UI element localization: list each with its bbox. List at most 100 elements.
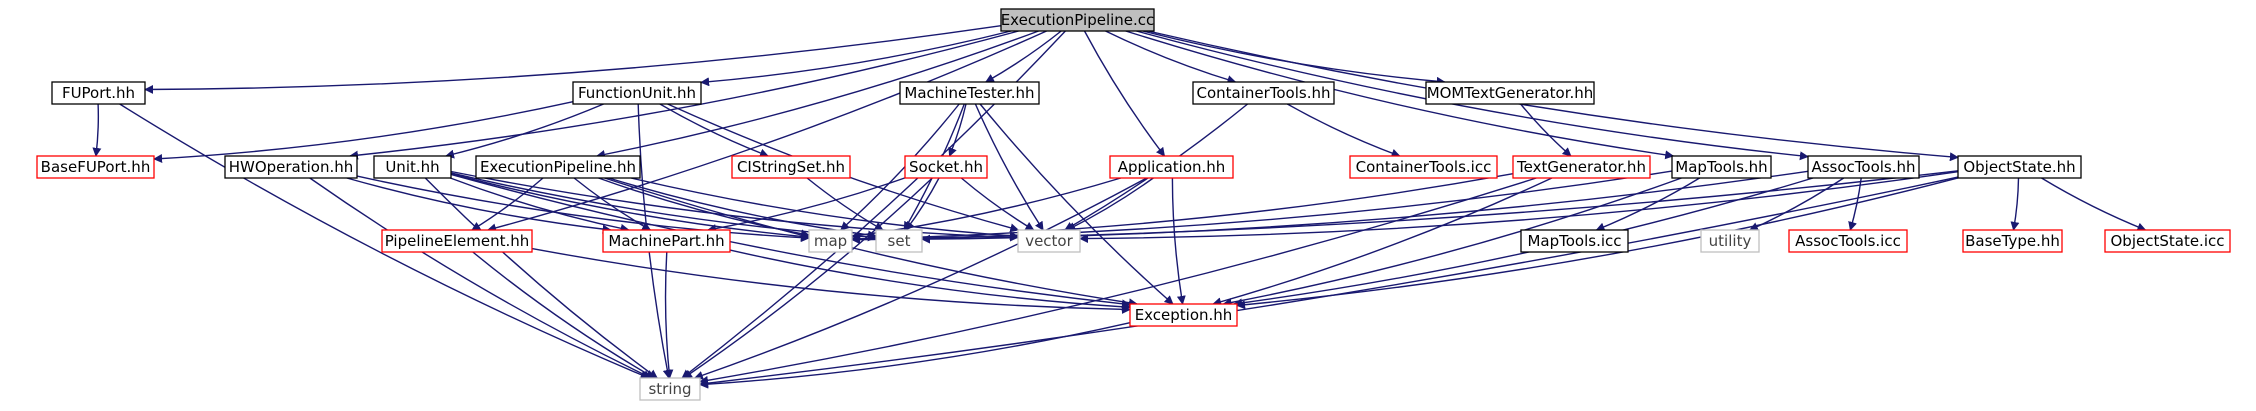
edge-objectstate-to-vector <box>1079 171 1959 244</box>
node-box <box>36 155 155 179</box>
node-containertools[interactable]: ContainerTools.hh <box>1192 81 1335 105</box>
edge-functionunit-to-cistringset <box>659 103 769 158</box>
node-box <box>224 155 358 179</box>
edge-hwoperation-to-machinepart <box>346 177 612 234</box>
node-box <box>1788 229 1908 253</box>
edge-functionunit-to-basefuport <box>153 101 574 164</box>
edge-execpipeline-to-set <box>608 177 877 240</box>
edge-textgenerator-to-string <box>699 177 1537 385</box>
node-textgenerator[interactable]: TextGenerator.hh <box>1512 155 1651 179</box>
node-label: Application.hh <box>1118 158 1226 176</box>
node-unit[interactable]: Unit.hh <box>373 155 452 179</box>
edge-socket-to-string <box>682 177 933 379</box>
node-machinepart[interactable]: MachinePart.hh <box>602 229 731 253</box>
node-containertoolsicc[interactable]: ContainerTools.icc <box>1349 155 1498 179</box>
node-socket[interactable]: Socket.hh <box>904 155 988 179</box>
node-exception[interactable]: Exception.hh <box>1129 303 1238 327</box>
node-label: PipelineElement.hh <box>385 232 530 250</box>
node-box <box>1349 155 1498 179</box>
edge-objectstate-to-basetype <box>2010 177 2020 231</box>
node-momtextgen[interactable]: MOMTextGenerator.hh <box>1425 81 1595 105</box>
edge-root-to-assoctools <box>1136 30 1809 161</box>
node-assoctoolsicc[interactable]: AssocTools.icc <box>1788 229 1908 253</box>
node-label: ExecutionPipeline.hh <box>480 158 636 176</box>
node-box <box>1129 303 1238 327</box>
edge-objectstate-to-objectstateicc <box>2041 177 2147 232</box>
edge-root-to-momtextgen <box>1142 30 1446 86</box>
node-label: ContainerTools.icc <box>1356 158 1492 176</box>
edge-unit-to-exception <box>450 173 1131 309</box>
node-label: Exception.hh <box>1135 306 1233 324</box>
node-box <box>899 81 1040 105</box>
node-label: vector <box>1025 232 1073 250</box>
node-string[interactable]: string <box>639 377 701 401</box>
edge-socket-to-set <box>905 177 940 231</box>
edge-unit-to-string <box>424 177 658 379</box>
node-box <box>602 229 731 253</box>
edge-root-to-fuport <box>144 25 1002 94</box>
node-box <box>1425 81 1595 105</box>
node-application[interactable]: Application.hh <box>1109 155 1234 179</box>
node-label: MapTools.hh <box>1675 158 1767 176</box>
edge-hwoperation-to-string <box>309 177 653 379</box>
node-label: utility <box>1709 232 1752 250</box>
edge-root-to-hwoperation <box>349 30 1019 160</box>
node-box <box>2104 229 2231 253</box>
node-box <box>639 377 701 401</box>
edge-execpipeline-to-machinepart <box>573 177 652 231</box>
node-functionunit[interactable]: FunctionUnit.hh <box>572 81 702 105</box>
edge-machinepart-to-exception <box>729 249 1131 312</box>
edge-exception-to-string <box>699 322 1131 389</box>
node-label: MOMTextGenerator.hh <box>1427 84 1594 102</box>
node-cistringset[interactable]: CIStringSet.hh <box>731 155 851 179</box>
edge-fuport-to-basefuport <box>92 103 102 157</box>
edge-execpipeline-to-exception <box>604 177 1138 308</box>
edge-unit-to-machinepart <box>450 177 630 233</box>
node-assoctools[interactable]: AssocTools.hh <box>1807 155 1920 179</box>
node-maptoolsicc[interactable]: MapTools.icc <box>1520 229 1629 253</box>
node-box <box>1700 229 1760 253</box>
edge-application-to-exception <box>1171 177 1186 305</box>
edge-root-to-functionunit <box>700 30 1012 87</box>
node-objectstate[interactable]: ObjectState.hh <box>1957 155 2082 179</box>
node-objectstateicc[interactable]: ObjectState.icc <box>2104 229 2231 253</box>
node-box <box>1962 229 2063 253</box>
node-basetype[interactable]: BaseType.hh <box>1962 229 2063 253</box>
node-fuport[interactable]: FUPort.hh <box>51 81 146 105</box>
edge-functionunit-to-unit <box>445 103 604 159</box>
node-box <box>1000 8 1155 32</box>
edge-unit-to-map <box>450 173 810 241</box>
edge-execpipeline-to-pipelineelement <box>471 177 544 231</box>
edge-unit-to-vector <box>450 170 1019 242</box>
node-set[interactable]: set <box>875 229 923 253</box>
edge-textgenerator-to-map <box>851 173 1514 244</box>
node-hwoperation[interactable]: HWOperation.hh <box>224 155 358 179</box>
edge-machinetester-to-socket <box>948 103 967 157</box>
node-vector[interactable]: vector <box>1017 229 1081 253</box>
edge-momtextgen-to-textgenerator <box>1520 103 1572 157</box>
node-box <box>1671 155 1772 179</box>
node-label: BaseType.hh <box>1965 232 2060 250</box>
node-maptools[interactable]: MapTools.hh <box>1671 155 1772 179</box>
edge-root-to-objectstate <box>1147 30 1959 162</box>
node-pipelineelement[interactable]: PipelineElement.hh <box>381 229 533 253</box>
node-map[interactable]: map <box>808 229 853 253</box>
node-label: ExecutionPipeline.cc <box>1001 11 1155 29</box>
edge-objectstate-to-map <box>851 170 1959 245</box>
edge-maptools-to-map <box>851 170 1673 244</box>
node-box <box>1109 155 1234 179</box>
node-execpipeline[interactable]: ExecutionPipeline.hh <box>475 155 641 179</box>
edge-root-to-pipelineelement <box>487 30 1047 233</box>
node-utility[interactable]: utility <box>1700 229 1760 253</box>
node-machinetester[interactable]: MachineTester.hh <box>899 81 1040 105</box>
node-label: ContainerTools.hh <box>1196 84 1330 102</box>
node-label: Unit.hh <box>385 158 439 176</box>
node-label: FunctionUnit.hh <box>578 84 696 102</box>
node-basefuport[interactable]: BaseFUPort.hh <box>36 155 155 179</box>
node-label: FUPort.hh <box>62 84 135 102</box>
edge-maptools-to-maptoolsicc <box>1595 177 1700 232</box>
node-root[interactable]: ExecutionPipeline.cc <box>1000 8 1155 32</box>
node-label: ObjectState.hh <box>1963 158 2075 176</box>
edge-objectstate-to-string <box>699 176 1959 388</box>
